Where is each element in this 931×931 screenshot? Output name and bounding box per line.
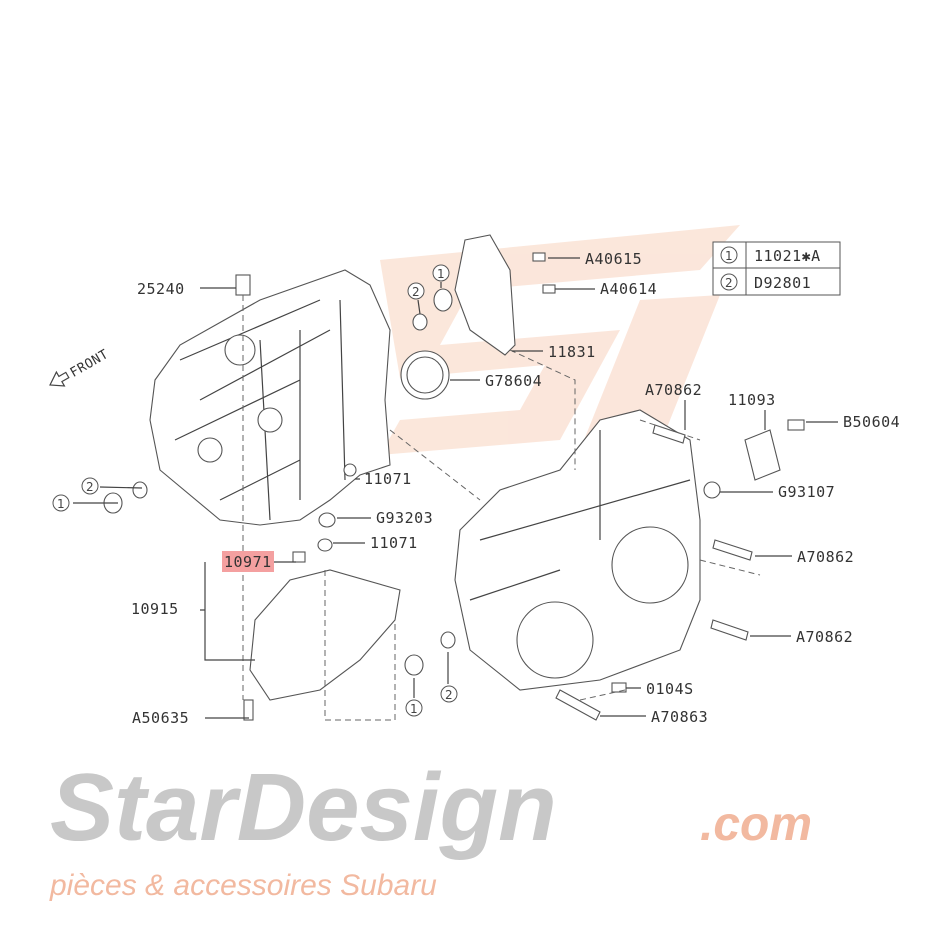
front-label: FRONT [68,347,112,381]
label-g93107[interactable]: G93107 [778,483,835,501]
legend-part-1: 11021✱A [754,247,821,265]
label-10915[interactable]: 10915 [131,600,179,618]
front-direction-indicator: FRONT [49,347,112,387]
watermark-domain: .com [700,798,812,851]
label-10971[interactable]: 10971 [224,553,272,571]
legend-table: 1 2 11021✱A D92801 [712,241,841,296]
legend-part-2: D92801 [754,274,811,292]
watermark-brand: StarDesign [50,754,557,861]
label-g78604[interactable]: G78604 [485,372,542,390]
label-11093[interactable]: 11093 [728,391,776,409]
label-11071-a[interactable]: 11071 [364,470,412,488]
legend-marker-1: 1 [725,249,733,263]
label-0104s[interactable]: 0104S [646,680,694,698]
label-g93203[interactable]: G93203 [376,509,433,527]
marker-2: 2 [412,285,420,299]
stardesign-watermark: StarDesign .com pièces & accessoires Sub… [49,754,812,902]
callout-labels: 25240 A40615 A40614 11831 G78604 A70862 … [131,250,900,727]
circled-markers: 1 2 1 2 1 2 [52,264,458,717]
label-b50604[interactable]: B50604 [843,413,900,431]
label-25240[interactable]: 25240 [137,280,185,298]
marker-1: 1 [57,497,65,511]
marker-2: 2 [445,688,453,702]
marker-1: 1 [410,702,418,716]
label-a70862-low[interactable]: A70862 [796,628,853,646]
label-a40615[interactable]: A40615 [585,250,642,268]
label-11831[interactable]: 11831 [548,343,596,361]
label-a50635[interactable]: A50635 [132,709,189,727]
marker-2: 2 [86,480,94,494]
watermark-tagline: pièces & accessoires Subaru [49,869,437,902]
legend-marker-2: 2 [725,276,733,290]
marker-1: 1 [437,267,445,281]
highlight-10971 [222,551,274,572]
label-a70862-mid[interactable]: A70862 [797,548,854,566]
label-a70863[interactable]: A70863 [651,708,708,726]
label-11071-b[interactable]: 11071 [370,534,418,552]
cylinder-block-left [149,269,391,526]
bolts [235,252,805,721]
cylinder-block-right [454,409,701,691]
label-a40614[interactable]: A40614 [600,280,657,298]
part-11093-plate [744,429,781,481]
label-a70862-top[interactable]: A70862 [645,381,702,399]
